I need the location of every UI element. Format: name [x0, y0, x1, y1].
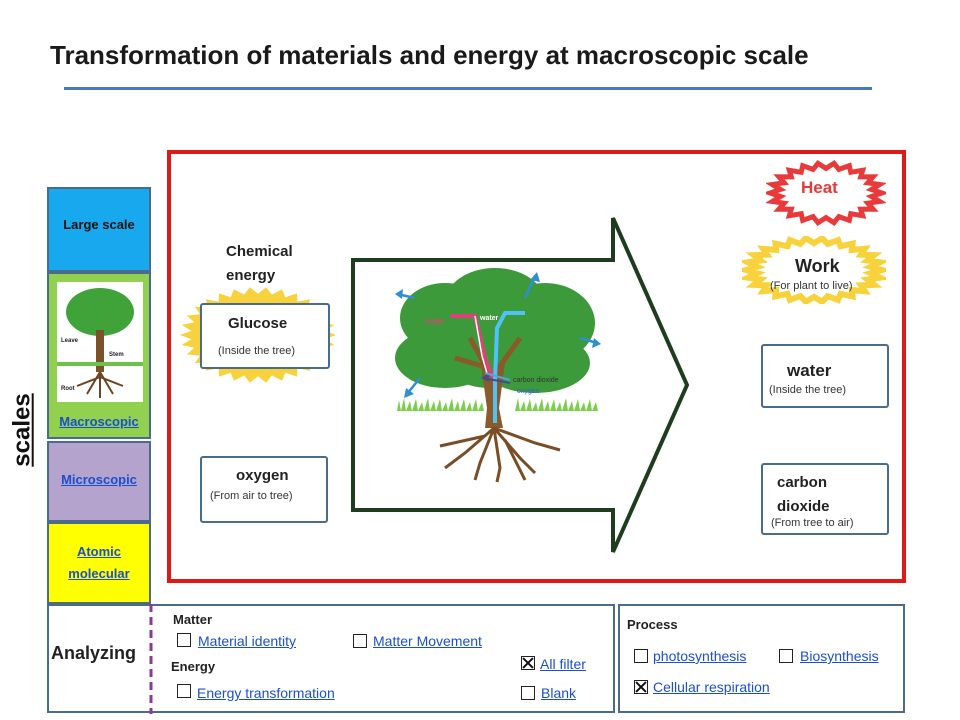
macroscopic-link[interactable]: Macroscopic — [59, 414, 139, 429]
water-sublabel: (Inside the tree) — [769, 384, 847, 396]
glucose-box: Glucose (Inside the tree) — [200, 303, 330, 369]
energy-transformation-checkbox[interactable] — [177, 684, 191, 698]
microscopic-link[interactable]: Microscopic — [61, 472, 137, 487]
process-panel — [618, 604, 905, 713]
blank-link[interactable]: Blank — [541, 685, 577, 701]
oxygen-tree-label: oxygen — [517, 388, 540, 395]
energy-transformation-link[interactable]: Energy transformation — [197, 685, 335, 701]
glucose-label: Glucose — [228, 315, 288, 332]
material-identity-checkbox[interactable] — [177, 633, 191, 647]
leave-label: Leave — [61, 338, 79, 344]
heat-label: Heat — [801, 178, 838, 197]
photosynthesis-link[interactable]: photosynthesis — [653, 648, 747, 664]
analyzing-panel — [47, 604, 615, 713]
scales-label-text: scales — [8, 393, 36, 467]
microscopic-box[interactable]: Microscopic — [47, 441, 151, 522]
page-title: Transformation of materials and energy a… — [50, 40, 809, 70]
atomic-molecular-link[interactable]: Atomic molecular — [68, 544, 130, 581]
oxygen-box: oxygen (From air to tree) — [200, 456, 328, 523]
oxygen-label: oxygen — [236, 467, 289, 484]
main-frame — [167, 150, 906, 583]
biosynthesis-checkbox[interactable] — [779, 649, 793, 663]
analyzing-label: Analyzing — [51, 643, 137, 663]
all-filter-checkbox[interactable] — [521, 656, 535, 670]
work-burst — [742, 236, 886, 304]
water-tree-label: water — [479, 315, 499, 322]
macroscopic-box[interactable]: Leave Stem Root Macroscopic — [47, 272, 151, 439]
all-filter-link[interactable]: All filter — [540, 656, 586, 672]
cellular-respiration-link[interactable]: Cellular respiration — [653, 679, 770, 695]
photosynthesis-checkbox[interactable] — [634, 649, 648, 663]
matter-movement-link[interactable]: Matter Movement — [373, 633, 482, 649]
blank-checkbox[interactable] — [521, 686, 535, 700]
plant-thumbnail: Leave Stem Root — [57, 282, 143, 402]
title-underline — [64, 87, 872, 90]
process-header: Process — [627, 617, 678, 632]
work-sublabel: (For plant to live) — [770, 280, 853, 292]
water-box: water (Inside the tree) — [761, 344, 889, 408]
co2-tree-label: carbon dioxide — [513, 377, 559, 384]
sugar-label: sugar — [425, 318, 444, 325]
scales-axis-label: scales — [8, 388, 48, 478]
carbon-dioxide-label: carbon dioxide — [777, 474, 830, 515]
glucose-sublabel: (Inside the tree) — [218, 345, 296, 357]
root-label: Root — [61, 386, 75, 392]
large-scale-box[interactable]: Large scale — [47, 187, 151, 272]
material-identity-link[interactable]: Material identity — [198, 633, 297, 649]
cellular-respiration-checkbox[interactable] — [634, 680, 648, 694]
carbon-dioxide-box: carbon dioxide (From tree to air) — [761, 463, 889, 535]
chemical-energy-label: Chemical energy — [226, 243, 293, 284]
matter-header: Matter — [173, 612, 213, 627]
atomic-molecular-box[interactable]: Atomic molecular — [47, 522, 151, 604]
large-scale-label: Large scale — [63, 217, 135, 232]
water-label: water — [787, 361, 832, 380]
heat-burst — [766, 160, 886, 226]
tree-illustration: sugar water carbon dioxide oxygen — [395, 268, 601, 483]
oxygen-sublabel: (From air to tree) — [210, 490, 293, 502]
stem-label: Stem — [109, 352, 124, 358]
biosynthesis-link[interactable]: Biosynthesis — [800, 648, 879, 664]
matter-movement-checkbox[interactable] — [353, 634, 367, 648]
work-label: Work — [795, 256, 840, 276]
carbon-dioxide-sublabel: (From tree to air) — [771, 517, 854, 529]
analyzing-divider — [149, 604, 153, 714]
energy-header: Energy — [171, 659, 216, 674]
